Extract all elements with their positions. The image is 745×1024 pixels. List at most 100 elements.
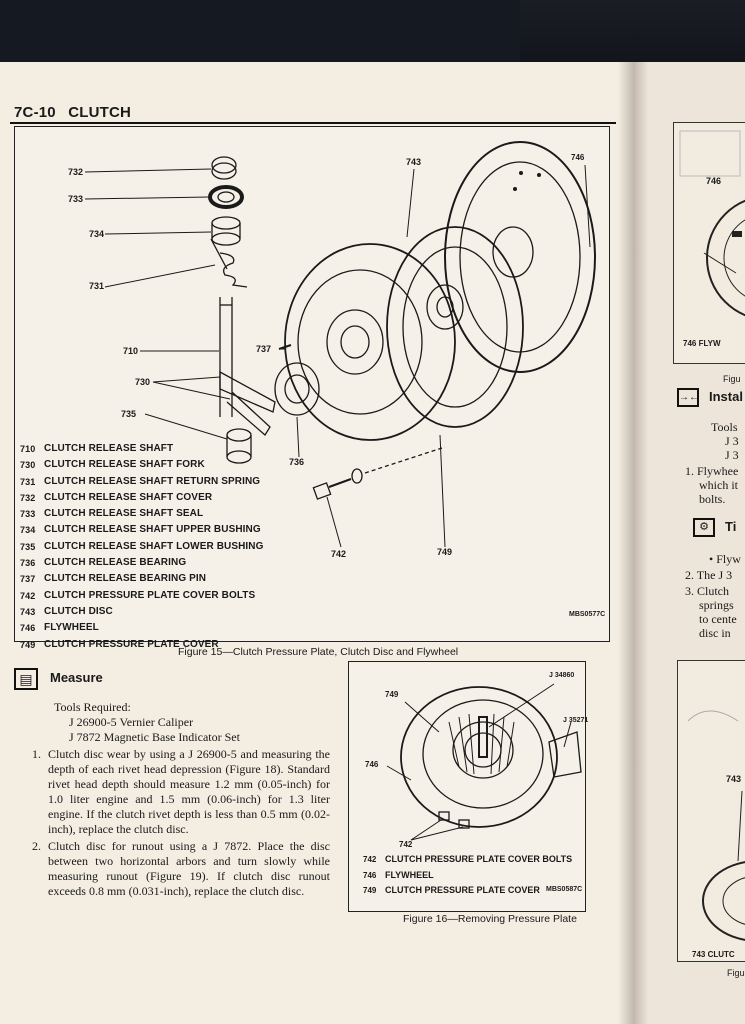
right-step1-c: bolts.: [699, 492, 726, 506]
legend-num: 742: [363, 855, 377, 864]
measure-step: 1. Clutch disc wear by using a J 26900-5…: [32, 747, 330, 837]
callout-731: 731: [89, 281, 105, 291]
legend-row: 746 FLYWHEEL: [363, 868, 572, 884]
right-tools-a: J 3: [725, 434, 739, 448]
legend-label: CLUTCH RELEASE SHAFT COVER: [44, 491, 213, 503]
legend-label: CLUTCH RELEASE SHAFT FORK: [44, 459, 205, 471]
figure-15-caption: Figure 15—Clutch Pressure Plate, Clutch …: [178, 646, 459, 658]
callout-749: 749: [437, 547, 453, 557]
right-page: 746 746 FLYW Figu →← Instal Tools J 3 J …: [633, 62, 745, 1024]
callout-743: 743: [406, 157, 422, 167]
right-step3-c: to cente: [699, 612, 737, 626]
legend-label: FLYWHEEL: [44, 622, 99, 634]
section-title: CLUTCH: [68, 104, 132, 121]
legend-num: 710: [20, 444, 36, 454]
fig16-callout-j35271: J 35271: [563, 717, 589, 724]
callout-732: 732: [68, 167, 84, 177]
legend-label: CLUTCH DISC: [44, 605, 113, 617]
legend-row: 733 CLUTCH RELEASE SHAFT SEAL: [20, 506, 264, 522]
callout-733: 733: [68, 194, 84, 204]
legend-num: 749: [363, 886, 377, 895]
right-step1-b: which it: [699, 478, 738, 492]
right-step3-d: disc in: [699, 626, 731, 640]
fig16-callout-746: 746: [365, 760, 379, 769]
callout-746: 746: [571, 153, 585, 162]
legend-label: CLUTCH RELEASE SHAFT SEAL: [44, 508, 204, 520]
legend-num: 746: [363, 870, 377, 880]
tighten-icon: ⚙: [693, 518, 715, 537]
right-step3-b: springs: [699, 598, 734, 612]
measure-body: Tools Required: J 26900-5 Vernier Calipe…: [32, 700, 330, 899]
right-figure-legend: 746 FLYW: [683, 339, 721, 348]
legend-num: 734: [20, 525, 36, 536]
right-figure-caption: Figu: [723, 374, 741, 384]
figure-16-legend: 742 CLUTCH PRESSURE PLATE COVER BOLTS 746…: [363, 852, 572, 899]
measure-title: Measure: [50, 670, 103, 685]
callout-734: 734: [89, 229, 105, 239]
right-figure-top: [673, 122, 745, 364]
legend-num: 737: [20, 574, 36, 585]
legend-label: CLUTCH RELEASE BEARING PIN: [44, 573, 207, 585]
measure-icon: ▤: [14, 668, 38, 690]
legend-row: 734 CLUTCH RELEASE SHAFT UPPER BUSHING: [20, 522, 264, 538]
tool-item: J 26900-5 Vernier Caliper: [69, 715, 194, 729]
legend-label: CLUTCH PRESSURE PLATE COVER BOLTS: [385, 854, 573, 864]
legend-num: 732: [20, 492, 36, 503]
right-callout-743: 743: [726, 774, 742, 784]
step-number: 1.: [32, 747, 41, 761]
right-step2: 2. The J 3: [685, 568, 733, 582]
legend-label: CLUTCH RELEASE SHAFT LOWER BUSHING: [44, 540, 264, 552]
legend-label: CLUTCH RELEASE SHAFT RETURN SPRING: [44, 475, 261, 487]
legend-row: 743 CLUTCH DISC: [20, 604, 264, 620]
right-step3-a: 3. Clutch: [685, 584, 729, 598]
legend-row: 732 CLUTCH RELEASE SHAFT COVER: [20, 490, 264, 506]
legend-row: 736 CLUTCH RELEASE BEARING: [20, 555, 264, 571]
page-header: 7C-10 CLUTCH: [14, 104, 131, 121]
callout-742: 742: [331, 549, 347, 559]
right-step1-a: 1. Flywhee: [685, 464, 739, 478]
legend-label: CLUTCH RELEASE BEARING: [44, 557, 187, 569]
figure-16: 749 J 34860 J 35271 746 742 742 CLUTCH PR…: [348, 661, 589, 912]
fig16-callout-749: 749: [385, 690, 399, 699]
callout-730: 730: [135, 377, 151, 387]
legend-label: CLUTCH PRESSURE PLATE COVER: [44, 638, 219, 650]
step-text: Clutch disc for runout using a J 7872. P…: [48, 839, 330, 898]
tighten-title: Ti: [725, 519, 737, 534]
right-tools-word: Tools: [711, 420, 738, 434]
tool-item: J 7872 Magnetic Base Indicator Set: [69, 730, 240, 744]
tools-heading: Tools Required:: [54, 700, 131, 714]
page-number: 7C-10: [14, 104, 56, 121]
install-title: Instal: [709, 389, 743, 404]
page-gutter-shadow: [618, 62, 648, 1024]
install-icon: →←: [677, 388, 699, 407]
legend-row: 746 FLYWHEEL: [20, 620, 264, 636]
figure-16-code: MBS0587C: [546, 886, 583, 893]
right-figure-top-drawing: [679, 130, 745, 317]
legend-num: 742: [20, 590, 36, 601]
legend-num: 733: [20, 509, 36, 520]
legend-label: CLUTCH PRESSURE PLATE COVER: [385, 885, 540, 895]
legend-row: 737 CLUTCH RELEASE BEARING PIN: [20, 571, 264, 587]
legend-row: 710 CLUTCH RELEASE SHAFT: [20, 441, 264, 457]
figure-15-code: MBS0577C: [569, 611, 606, 618]
legend-num: 746: [20, 623, 36, 634]
legend-num: 743: [20, 606, 36, 617]
legend-num: 730: [20, 460, 36, 471]
right-callout-746: 746: [706, 176, 722, 186]
callout-735: 735: [121, 409, 137, 419]
legend-num: 736: [20, 558, 36, 569]
step-text: Clutch disc wear by using a J 26900-5 an…: [48, 747, 330, 836]
tools-list: Tools Required: J 26900-5 Vernier Calipe…: [54, 700, 330, 745]
step-number: 2.: [32, 839, 41, 853]
right-figure-bottom: [677, 660, 745, 962]
legend-row: 742 CLUTCH PRESSURE PLATE COVER BOLTS: [363, 852, 572, 868]
legend-label: CLUTCH RELEASE SHAFT UPPER BUSHING: [44, 524, 261, 536]
fig16-callout-j34860: J 34860: [549, 672, 575, 679]
legend-label: CLUTCH RELEASE SHAFT: [44, 443, 174, 454]
legend-label: FLYWHEEL: [385, 869, 434, 880]
right-figure2-caption: Figu: [727, 968, 745, 978]
legend-num: 731: [20, 476, 36, 487]
